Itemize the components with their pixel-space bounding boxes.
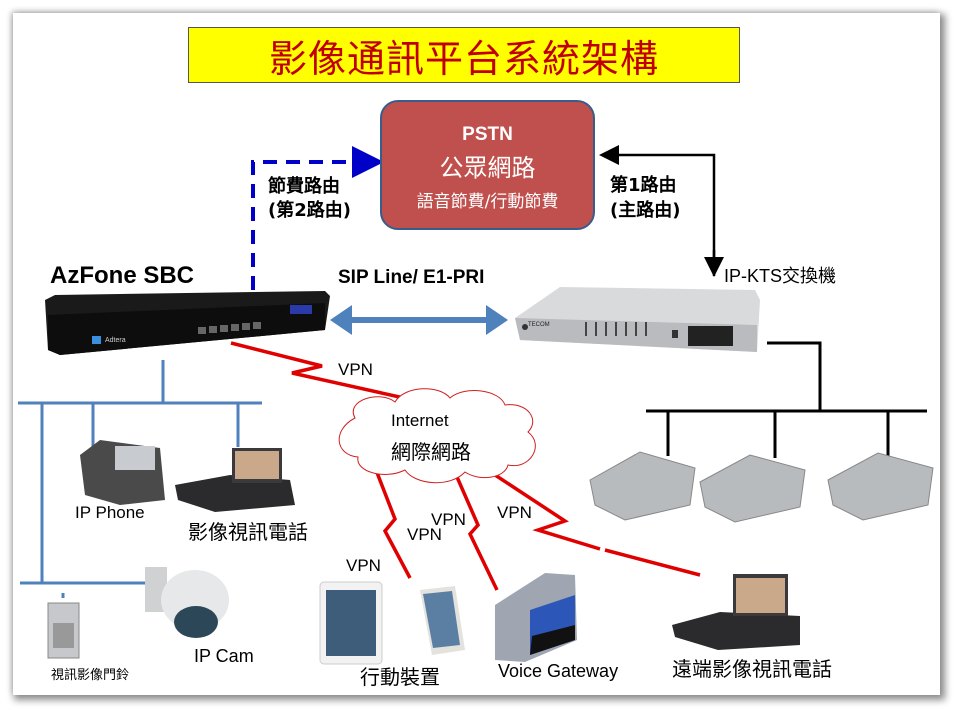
remote-video-phone-label: 遠端影像視訊電話: [672, 657, 832, 681]
vpn-label: VPN: [338, 360, 373, 379]
vpn-label: VPN: [497, 503, 532, 522]
first-route-label-line2: (主路由): [610, 200, 681, 221]
ip-cam-image: [145, 567, 229, 638]
pstn-desc: 語音節費/行動節費: [416, 192, 559, 212]
internet-label-zh: 網際網路: [391, 440, 471, 464]
ipkts-device: [515, 287, 760, 352]
kts-bus-lines: [646, 341, 927, 458]
diagram-title: 影像通訊平台系統架構: [268, 36, 659, 81]
lan-lines: [18, 360, 262, 598]
remote-video-phone-image: [672, 574, 800, 650]
internet-cloud: [338, 388, 536, 484]
door-bell-label: 視訊影像門鈴: [51, 668, 130, 683]
ipkts-brand: TECOM: [528, 322, 550, 328]
second-route-label-line1: 節費路由: [268, 176, 340, 197]
ip-cam-label: IP Cam: [194, 646, 254, 666]
video-phone-image: [175, 448, 295, 512]
trunk-double-arrow: [330, 305, 508, 335]
ipkts-label: IP-KTS交換機: [724, 266, 837, 286]
second-route-label: 節費路由 (第2路由): [268, 175, 351, 223]
sbc-device: [45, 291, 330, 355]
first-route-label: 第1路由 (主路由): [610, 173, 680, 223]
door-bell-image: [47, 602, 80, 659]
pstn-name: PSTN: [462, 124, 513, 145]
first-route-line: [599, 145, 716, 276]
second-route-label-line2: (第2路由): [268, 200, 351, 221]
voice-gateway-label: Voice Gateway: [498, 661, 619, 681]
vpn-label: VPN: [431, 510, 466, 529]
vpn-label: VPN: [407, 525, 442, 544]
voice-gateway-image: [495, 573, 577, 662]
video-phone-label: 影像視訊電話: [188, 520, 308, 544]
pstn-subtitle: 公眾網路: [439, 154, 536, 182]
trunk-link-label: SIP Line/ E1-PRI: [338, 267, 485, 288]
sbc-brand: Adtera: [105, 337, 126, 344]
mobile-devices-image: [319, 581, 465, 665]
diagram-title-box: 影像通訊平台系統架構: [188, 27, 740, 83]
mobile-label: 行動裝置: [360, 665, 440, 689]
pstn-node: PSTN 公眾網路 語音節費/行動節費: [380, 100, 595, 230]
second-route-line: [251, 146, 384, 290]
internet-label: Internet: [391, 411, 449, 430]
analog-phones: [589, 451, 934, 523]
first-route-label-line1: 第1路由: [610, 175, 677, 196]
sbc-label: AzFone SBC: [50, 262, 194, 289]
ip-phone-image: [80, 440, 165, 505]
vpn-lines: [230, 341, 701, 591]
ip-phone-label: IP Phone: [75, 503, 145, 522]
vpn-label: VPN: [346, 556, 381, 575]
